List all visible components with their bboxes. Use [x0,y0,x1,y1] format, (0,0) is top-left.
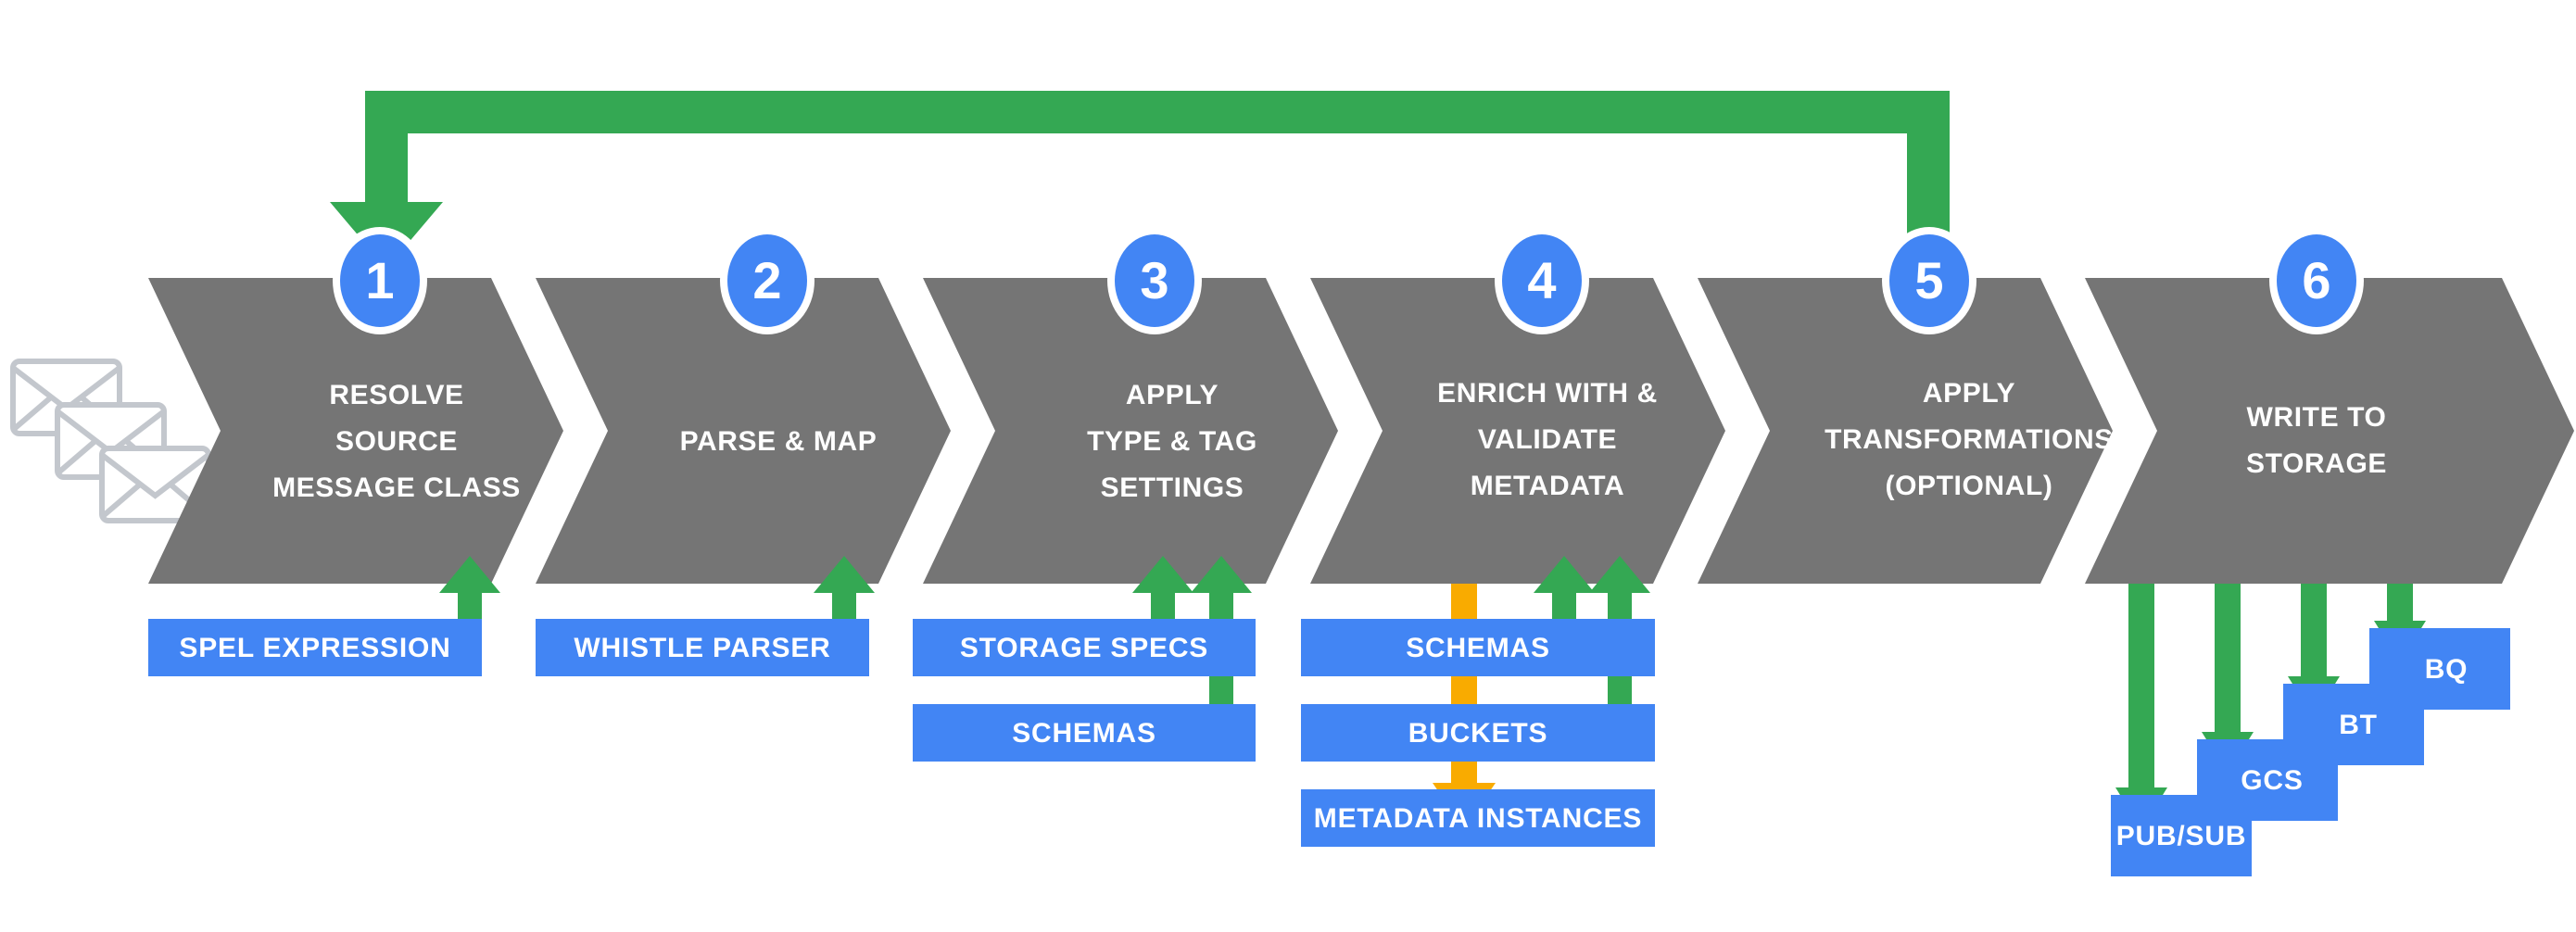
chevron-label-line: STORAGE [2246,448,2387,479]
resource-label: WHISTLE PARSER [574,633,830,663]
resource-box-metadata-instances[interactable]: METADATA INSTANCES [1301,789,1655,847]
chevron-label-line: MESSAGE CLASS [272,472,521,503]
storage-label: GCS [2241,765,2303,796]
envelopes-stack-icon [10,359,211,523]
arrow-up-step4-a [1534,556,1595,649]
resource-label: METADATA INSTANCES [1314,803,1642,834]
chevron-label-line: TRANSFORMATIONS [1825,424,2114,455]
chevron-label-line: SOURCE [335,426,458,457]
chevron-label-step-5: APPLY TRANSFORMATIONS (OPTIONAL) [1825,378,2114,501]
arrow-up-step1 [439,556,500,649]
step-number: 4 [1527,251,1556,309]
resource-box-buckets[interactable]: BUCKETS [1301,704,1655,762]
chevron-step-2[interactable] [536,278,951,584]
chevron-label-line: VALIDATE [1478,424,1617,455]
chevron-step-3[interactable] [923,278,1338,584]
chevron-step-4[interactable] [1310,278,1725,584]
chevron-label-step-2: PARSE & MAP [680,426,878,457]
step-badge-2[interactable]: 2 [720,227,814,334]
arrow-up-step3-a [1132,556,1193,649]
chevron-label-line: TYPE & TAG [1087,426,1257,457]
chevron-label-step-3: APPLY TYPE & TAG SETTINGS [1087,380,1257,503]
chevron-label-line: PARSE & MAP [680,426,878,457]
resource-label: SCHEMAS [1012,718,1156,749]
storage-box-pubsub[interactable]: PUB/SUB [2111,795,2252,876]
resource-label: SCHEMAS [1406,633,1550,663]
chevron-step-5[interactable] [1698,278,2113,584]
chevron-label-line: RESOLVE [329,380,463,410]
step-badge-6[interactable]: 6 [2269,227,2364,334]
chevron-label-line: APPLY [1126,380,1219,410]
step-number: 1 [365,251,394,309]
chevron-label-line: (OPTIONAL) [1886,471,2053,501]
resource-label: SPEL EXPRESSION [179,633,450,663]
resource-box-whistle-parser[interactable]: WHISTLE PARSER [536,619,869,676]
step-badge-1[interactable]: 1 [333,227,427,334]
step-number: 6 [2302,251,2330,309]
step-number: 2 [752,251,781,309]
chevron-step-6[interactable] [2085,278,2574,584]
feedback-loop-arrow [330,91,1950,278]
step-badge-3[interactable]: 3 [1107,227,1202,334]
arrow-up-step2 [814,556,875,649]
chevron-label-step-4: ENRICH WITH & VALIDATE METADATA [1437,378,1658,501]
chevron-label-line: METADATA [1471,471,1624,501]
step-number: 3 [1140,251,1168,309]
arrow-down-pubsub [2115,584,2167,829]
storage-label: BT [2339,710,2378,740]
step-badge-4[interactable]: 4 [1495,227,1589,334]
chevron-label-line: ENRICH WITH & [1437,378,1658,409]
chevron-label-line: WRITE TO [2247,402,2387,433]
resource-box-storage-specs[interactable]: STORAGE SPECS [913,619,1256,676]
resource-box-spel-expression[interactable]: SPEL EXPRESSION [148,619,482,676]
resource-label: BUCKETS [1408,718,1548,749]
chevron-label-line: APPLY [1923,378,2015,409]
chevron-label-line: SETTINGS [1101,472,1244,503]
resource-label: STORAGE SPECS [960,633,1208,663]
step-number: 5 [1914,251,1943,309]
chevron-label-step-1: RESOLVE SOURCE MESSAGE CLASS [272,380,521,503]
resource-box-step4-schemas[interactable]: SCHEMAS [1301,619,1655,676]
storage-label: BQ [2425,654,2469,685]
resource-box-step3-schemas[interactable]: SCHEMAS [913,704,1256,762]
chevron-label-step-6: WRITE TO STORAGE [2246,402,2387,479]
storage-label: PUB/SUB [2116,821,2247,851]
chevron-step-1[interactable] [148,278,563,584]
step-badge-5[interactable]: 5 [1882,227,1976,334]
